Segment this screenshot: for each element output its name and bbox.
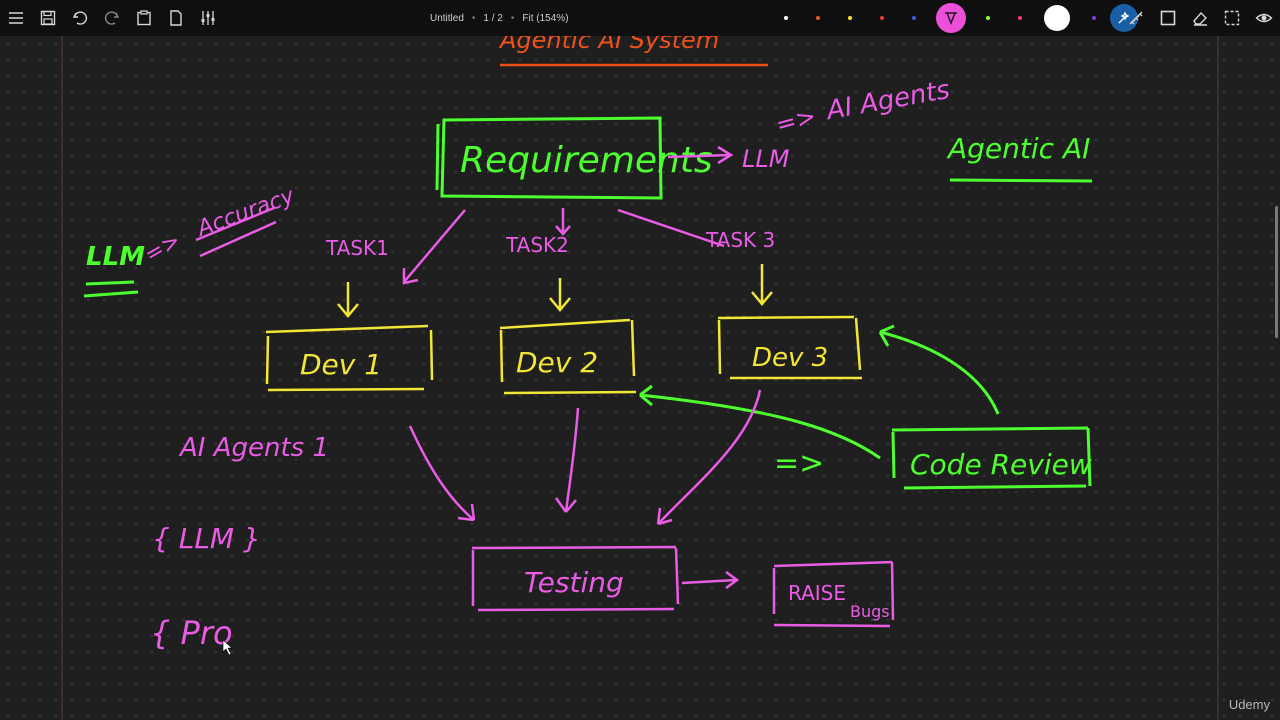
requirements-box <box>435 116 663 200</box>
testing-box <box>471 545 680 612</box>
arrow-task1-to-dev1 <box>337 282 359 318</box>
pen-color-green[interactable] <box>986 16 990 20</box>
testing-label: Testing <box>524 566 624 599</box>
board-title: Agentic AI System <box>498 36 719 54</box>
zoom-label[interactable]: Fit (154%) <box>522 12 569 24</box>
accuracy-underline <box>195 206 277 258</box>
view-icon[interactable] <box>1248 0 1280 36</box>
task2-label: TASK2 <box>505 233 569 257</box>
sparkle-pen-icon <box>1118 11 1130 24</box>
rectangle-icon[interactable] <box>1152 0 1184 36</box>
dev1-label: Dev 1 <box>300 348 382 381</box>
pen-color-orange[interactable] <box>816 16 820 20</box>
arrow-dev2-to-testing <box>554 407 580 513</box>
page-indicator[interactable]: 1 / 2 <box>483 12 503 24</box>
arrow-testing-to-raise-bugs <box>681 570 740 590</box>
bugs-label: Bugs <box>850 602 890 621</box>
agentic-ai-label: Agentic AI <box>946 132 1090 165</box>
document-title[interactable]: Untitled <box>430 12 464 24</box>
udemy-watermark: Udemy <box>1228 697 1270 712</box>
implies-symbol-top: => <box>773 102 819 139</box>
accuracy-label: Accuracy <box>192 183 298 242</box>
arrow-requirements-to-llm <box>667 145 734 165</box>
llm-left-underline <box>83 280 139 298</box>
pen-color-white[interactable] <box>784 16 788 20</box>
pen-size-large[interactable] <box>1044 5 1070 31</box>
dev3-box <box>717 315 862 380</box>
task3-label: TASK 3 <box>705 228 775 252</box>
right-tools <box>1120 0 1280 36</box>
dev1-box <box>265 324 434 392</box>
paste-icon[interactable] <box>128 0 160 36</box>
whiteboard-canvas[interactable]: Agentic AI System Requirements LLM => AI… <box>0 36 1280 720</box>
ruler-icon[interactable] <box>1120 0 1152 36</box>
menu-icon[interactable] <box>0 0 32 36</box>
pro-brace-note: { Pro <box>150 614 233 652</box>
implies-symbol-review: => <box>774 446 824 481</box>
arrow-task2-to-dev2 <box>549 278 571 312</box>
dev2-label: Dev 2 <box>516 346 598 379</box>
pen-color-palette <box>770 0 1138 36</box>
ai-agents-1-label: AI Agents 1 <box>178 433 329 463</box>
separator-dot: • <box>510 12 515 24</box>
implies-symbol-left: => <box>141 228 185 268</box>
arrow-review-to-dev3 <box>878 324 1000 415</box>
arrow-to-task2 <box>555 208 571 236</box>
code-review-label: Code Review <box>910 448 1092 481</box>
top-toolbar: Untitled • 1 / 2 • Fit (154%) <box>0 0 1280 36</box>
arrow-task3-to-dev3 <box>751 264 773 306</box>
task1-label: TASK1 <box>325 236 389 260</box>
separator-dot: • <box>471 12 476 24</box>
mouse-cursor-icon <box>222 639 233 656</box>
whiteboard-drawing: Agentic AI System Requirements LLM => AI… <box>61 36 1219 720</box>
dev3-label: Dev 3 <box>752 343 828 373</box>
ai-agents-top-label: AI Agents <box>823 75 953 126</box>
llm-right-label: LLM <box>742 145 790 173</box>
dev2-box <box>499 318 637 395</box>
document-info: Untitled • 1 / 2 • Fit (154%) <box>430 0 569 36</box>
llm-brace-note: { LLM } <box>152 522 261 555</box>
pen-icon <box>945 12 957 26</box>
requirements-label: Requirements <box>460 140 713 181</box>
eraser-icon[interactable] <box>1184 0 1216 36</box>
code-review-box <box>891 426 1092 490</box>
pen-color-red[interactable] <box>880 16 884 20</box>
smart-pen-button[interactable] <box>1110 4 1138 32</box>
select-icon[interactable] <box>1216 0 1248 36</box>
agentic-ai-underline <box>949 178 1093 183</box>
pen-color-purple[interactable] <box>1092 16 1096 20</box>
arrow-dev1-to-testing <box>408 425 476 522</box>
pen-color-blue[interactable] <box>912 16 916 20</box>
active-pen-button[interactable] <box>936 3 966 33</box>
arrow-to-task1 <box>402 209 466 285</box>
save-icon[interactable] <box>32 0 64 36</box>
llm-left-label: LLM <box>86 242 145 272</box>
pen-color-yellow[interactable] <box>848 16 852 20</box>
vertical-scrollbar[interactable] <box>1275 206 1278 338</box>
undo-icon[interactable] <box>64 0 96 36</box>
arrow-review-to-dev2 <box>639 384 881 460</box>
redo-icon[interactable] <box>96 0 128 36</box>
settings-sliders-icon[interactable] <box>192 0 224 36</box>
new-page-icon[interactable] <box>160 0 192 36</box>
raise-label: RAISE <box>788 581 846 605</box>
pen-color-pink[interactable] <box>1018 16 1022 20</box>
arrow-to-task3 <box>617 208 725 248</box>
arrow-dev3-to-testing <box>656 389 762 526</box>
raise-bugs-box <box>772 560 895 628</box>
